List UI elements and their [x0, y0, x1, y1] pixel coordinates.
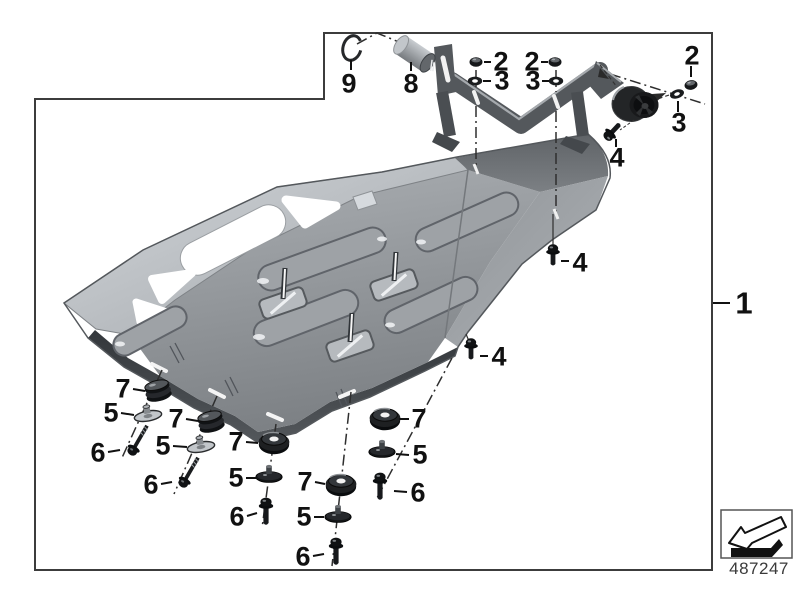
callout-washer-right: 3 — [671, 107, 687, 138]
bracket-slot — [440, 55, 451, 83]
screw-rear — [546, 244, 560, 266]
callout-washer-left: 3 — [494, 65, 510, 96]
callout-set1-washer: 5 — [103, 397, 119, 428]
rubber-mount — [598, 64, 670, 131]
plate-recess-glints — [115, 236, 426, 347]
o-ring — [341, 34, 363, 62]
plate-edge-slots — [150, 362, 356, 422]
set1-screw — [123, 421, 154, 459]
set4-washer — [324, 504, 352, 523]
nut-left — [469, 57, 483, 67]
callout-set5-washer: 5 — [412, 439, 428, 470]
callout-set2-screw: 6 — [143, 469, 159, 500]
set5-washer — [368, 439, 396, 458]
plate-entry-ticks — [472, 163, 560, 220]
callout-sleeve: 8 — [403, 68, 419, 99]
skid-plate — [62, 133, 612, 443]
callout-screw-mount: 4 — [609, 142, 625, 173]
washer-left — [467, 76, 483, 86]
plate-top-notch — [352, 190, 378, 211]
callout-set1-screw: 6 — [90, 437, 106, 468]
plate-studs — [256, 251, 421, 365]
set4-screw — [328, 537, 344, 565]
set3-washer — [255, 464, 283, 483]
direction-arrow-icon — [728, 516, 787, 557]
callout-set5-spacer: 7 — [411, 403, 427, 434]
callout-set1-spacer: 7 — [115, 373, 131, 404]
set3-screw — [258, 497, 274, 525]
callout-set4-washer: 5 — [296, 501, 312, 532]
callout-oring: 9 — [341, 68, 357, 99]
set4-grommet — [324, 473, 358, 497]
direction-icon-box — [720, 509, 793, 559]
set5-screw — [372, 472, 388, 500]
washer-mid — [548, 76, 564, 86]
plate-cutouts — [132, 195, 341, 326]
nut-right — [683, 79, 699, 91]
screw-mount — [600, 119, 625, 144]
set2-washer — [184, 432, 217, 456]
callout-nut-mid: 2 — [524, 46, 540, 77]
callout-washer-mid: 3 — [525, 65, 541, 96]
callout-set4-spacer: 7 — [297, 466, 313, 497]
washer-right — [668, 87, 686, 101]
callout-set5-screw: 6 — [410, 477, 426, 508]
callout-screw-rear: 4 — [572, 247, 588, 278]
callout-leaders — [107, 60, 730, 557]
set1-washer — [131, 401, 164, 425]
screw-front — [464, 338, 478, 360]
part-number: 487247 — [729, 559, 789, 578]
nut-mid — [548, 57, 562, 67]
callout-set3-screw: 6 — [229, 501, 245, 532]
callout-nut-left: 2 — [493, 46, 509, 77]
diagram-frame — [34, 32, 713, 571]
plate-right-band — [455, 134, 609, 192]
plate-recesses — [112, 191, 520, 357]
callout-set3-spacer: 7 — [228, 426, 244, 457]
callout-screw-front: 4 — [491, 341, 507, 372]
set5-grommet — [368, 407, 402, 431]
hardware — [123, 34, 699, 565]
callout-frame: 1 — [735, 285, 753, 321]
callout-set2-washer: 5 — [155, 430, 171, 461]
set3-grommet — [257, 431, 291, 455]
plate-right-slope — [445, 176, 608, 347]
callout-set4-screw: 6 — [295, 541, 311, 572]
plate-outline — [62, 133, 612, 443]
rubber-sleeve — [393, 35, 436, 73]
support-bracket — [432, 44, 624, 154]
callout-set2-spacer: 7 — [168, 403, 184, 434]
callout-set3-washer: 5 — [228, 462, 244, 493]
callout-nut-right: 2 — [684, 40, 700, 71]
